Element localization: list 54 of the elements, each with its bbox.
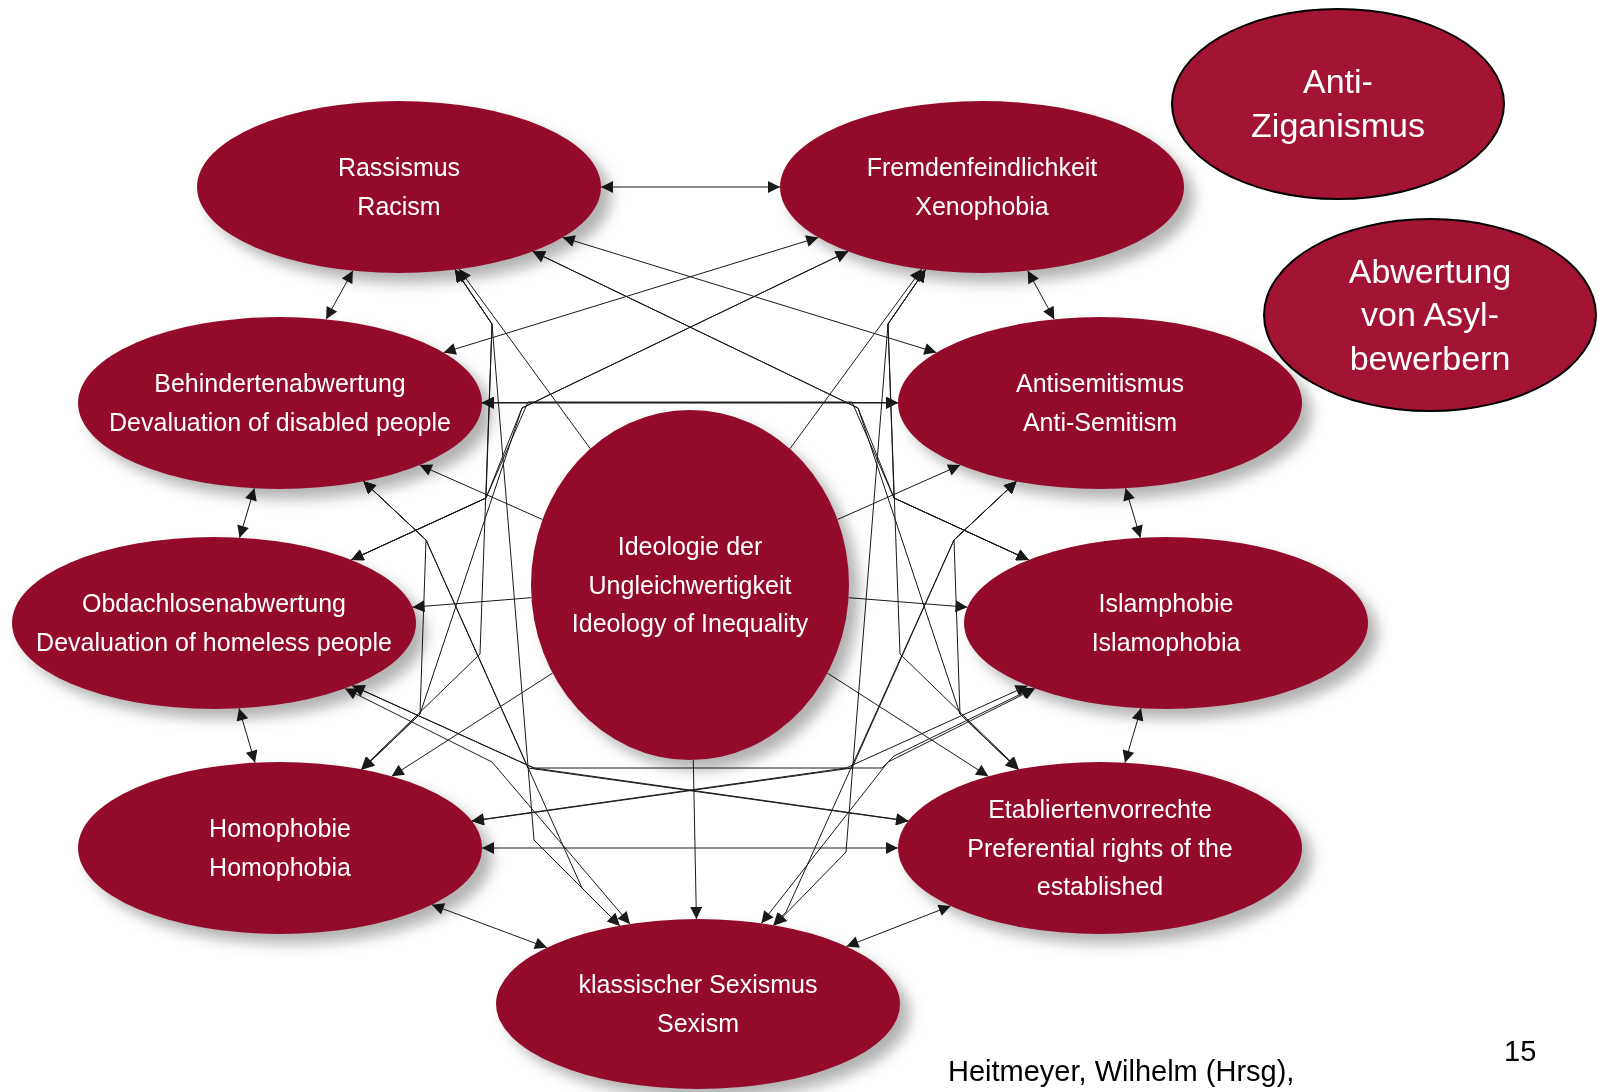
arrow — [471, 685, 1029, 826]
node-label: Obdachlosenabwertung — [81, 588, 347, 620]
arrow — [443, 235, 819, 355]
arrow — [431, 903, 548, 950]
node-label: Xenophobia — [915, 191, 1049, 222]
node-label: Devaluation of disabled people — [109, 407, 451, 438]
node-label: Fremdenfeindlichkeit — [866, 152, 1098, 184]
arrow — [236, 707, 258, 764]
node-label: Ideology of Inequality — [571, 608, 809, 640]
node-label: klassischer Sexismus — [578, 969, 818, 1001]
arrow — [562, 235, 937, 355]
arrow — [760, 688, 1036, 924]
arrow — [481, 396, 1030, 561]
arrow — [325, 270, 354, 320]
node-label: Abwertung von Asyl-bewerbern — [1347, 250, 1513, 379]
node-label: Anti-Semitism — [1022, 407, 1178, 438]
node-label: Homophobie — [209, 813, 351, 845]
node-label: Etabliertenvorrechte — [988, 793, 1212, 825]
arrow — [789, 268, 923, 450]
arrow — [690, 759, 703, 920]
node-label: Ideologie der Ungleichwertigkeit — [587, 530, 793, 601]
arrow — [837, 464, 961, 520]
arrow — [846, 904, 952, 948]
node-label: Homophobia — [209, 852, 351, 883]
node-label: Preferential rights of the established — [966, 832, 1234, 903]
citation: Heitmeyer, Wilhelm (Hrsg), — [948, 1054, 1295, 1089]
arrow — [458, 268, 591, 450]
arrow — [1123, 487, 1143, 539]
node-label: Islamphobie — [1098, 588, 1234, 620]
arrow — [350, 396, 899, 561]
arrow — [481, 842, 899, 854]
arrow — [237, 487, 257, 539]
page-number: 15 — [1504, 1034, 1537, 1069]
arrow — [1027, 270, 1055, 320]
arrow — [826, 672, 989, 777]
arrow — [391, 672, 554, 777]
arrow — [848, 597, 968, 613]
node-label: Racism — [357, 191, 441, 222]
node-label: Anti-Ziganismus — [1250, 61, 1426, 146]
node-label: Rassismus — [337, 152, 461, 184]
arrow — [363, 480, 621, 927]
arrow — [600, 181, 781, 193]
arrow — [419, 464, 543, 520]
node-label: Antisemitismus — [1015, 368, 1185, 400]
arrow — [774, 269, 926, 926]
arrow — [1122, 707, 1144, 764]
node-label: Islamophobia — [1091, 627, 1241, 658]
node-label: Behindertenabwertung — [154, 368, 406, 400]
arrow — [344, 688, 631, 925]
arrow — [351, 685, 909, 826]
arrow — [772, 480, 1017, 926]
node-label: Devaluation of homeless people — [36, 627, 392, 658]
node-label: Sexism — [657, 1008, 739, 1039]
arrow — [412, 597, 532, 613]
